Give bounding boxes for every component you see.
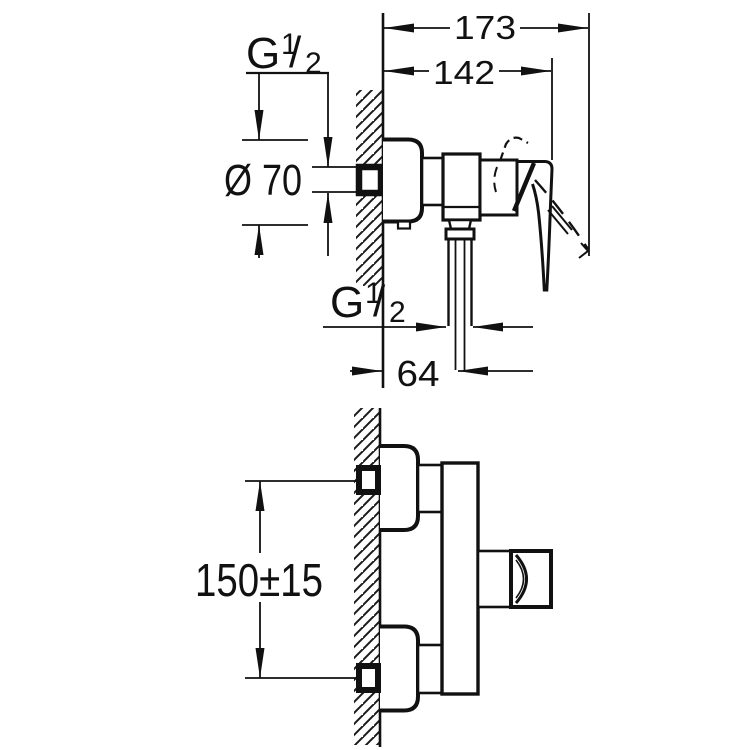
- outlet-thread-g: G: [330, 278, 364, 327]
- outlet-thread-numerator: 1: [365, 277, 382, 310]
- arrow-150-bottom: [255, 648, 265, 678]
- handle-hub-side: [478, 158, 519, 217]
- arrow-outlet-right: [473, 322, 503, 332]
- escutcheon-side: [383, 137, 424, 224]
- side-view: 173 142 G 1 / 2 Ø 70 G 1 / 2 64: [224, 9, 590, 394]
- arrow-64-right: [458, 366, 488, 376]
- arrow-142-right: [521, 66, 551, 76]
- outlet-nut: [444, 227, 476, 241]
- connector-bottom: [416, 643, 444, 695]
- inlet-thread-denominator: 2: [305, 47, 322, 80]
- lever-knob-arc-inner: [515, 559, 525, 599]
- dim-label-142: 142: [433, 54, 495, 91]
- mixer-neck: [420, 156, 445, 207]
- inlet-fitting-side: [355, 163, 385, 197]
- arrow-outlet-left: [416, 322, 446, 332]
- lever-open-dashed-tip: [578, 242, 590, 259]
- arrow-inlet-top: [323, 137, 333, 167]
- lever-handle-side: [517, 160, 554, 292]
- handle-hub-front: [476, 549, 513, 609]
- mixer-body-front: [440, 461, 480, 696]
- lever-up-dashed: [498, 136, 529, 162]
- escutcheon-top-front: [380, 444, 420, 532]
- front-view-dimension-arrows: [255, 481, 265, 678]
- wall-hatching-front: [354, 408, 380, 745]
- arrow-dia70-bottom: [254, 225, 264, 255]
- arrow-150-top: [255, 481, 265, 511]
- dim-label-173: 173: [454, 9, 516, 46]
- escutcheon-bottom-front: [380, 624, 420, 713]
- inlet-thread-g: G: [246, 29, 280, 78]
- lever-open-dashed: [534, 179, 589, 250]
- arrow-inlet-bottom: [323, 193, 333, 223]
- arrow-142-left: [384, 66, 414, 76]
- inlet-fitting-top: [356, 465, 381, 495]
- outlet-thread-denominator: 2: [389, 296, 406, 329]
- dim-label-inlet-spacing: 150±15: [195, 554, 323, 606]
- outlet-thread-slash: /: [373, 277, 386, 326]
- lever-knob-front: [509, 549, 553, 609]
- lever-open-dashed-inner: [547, 205, 573, 235]
- escutcheon-stub: [396, 220, 412, 230]
- lever-swing-arc-dashed: [493, 166, 498, 193]
- arrow-173-left: [384, 23, 414, 33]
- dim-label-outlet-thread: G 1 / 2: [330, 277, 406, 329]
- inlet-fitting-bottom: [356, 663, 381, 693]
- arrow-64-left: [352, 366, 382, 376]
- arrow-dia70-top: [254, 110, 264, 140]
- lever-handle-dashed-positions: [493, 136, 590, 259]
- outlet-pipe: [447, 239, 473, 370]
- dim-label-escutcheon-diameter: Ø 70: [224, 156, 302, 205]
- side-view-dimension-arrows: [254, 23, 588, 376]
- lever-knob-arc-outer: [514, 554, 528, 604]
- inlet-thread-slash: /: [289, 28, 302, 77]
- mixer-body-side: [441, 152, 482, 222]
- dim-label-inlet-thread: G 1 / 2: [246, 28, 322, 80]
- inlet-thread-numerator: 1: [281, 28, 298, 61]
- lever-handle-edge: [511, 162, 537, 212]
- dim-label-64: 64: [397, 353, 440, 394]
- front-view: 150±15: [195, 408, 553, 747]
- arrow-173-right: [558, 23, 588, 33]
- connector-top: [416, 463, 444, 514]
